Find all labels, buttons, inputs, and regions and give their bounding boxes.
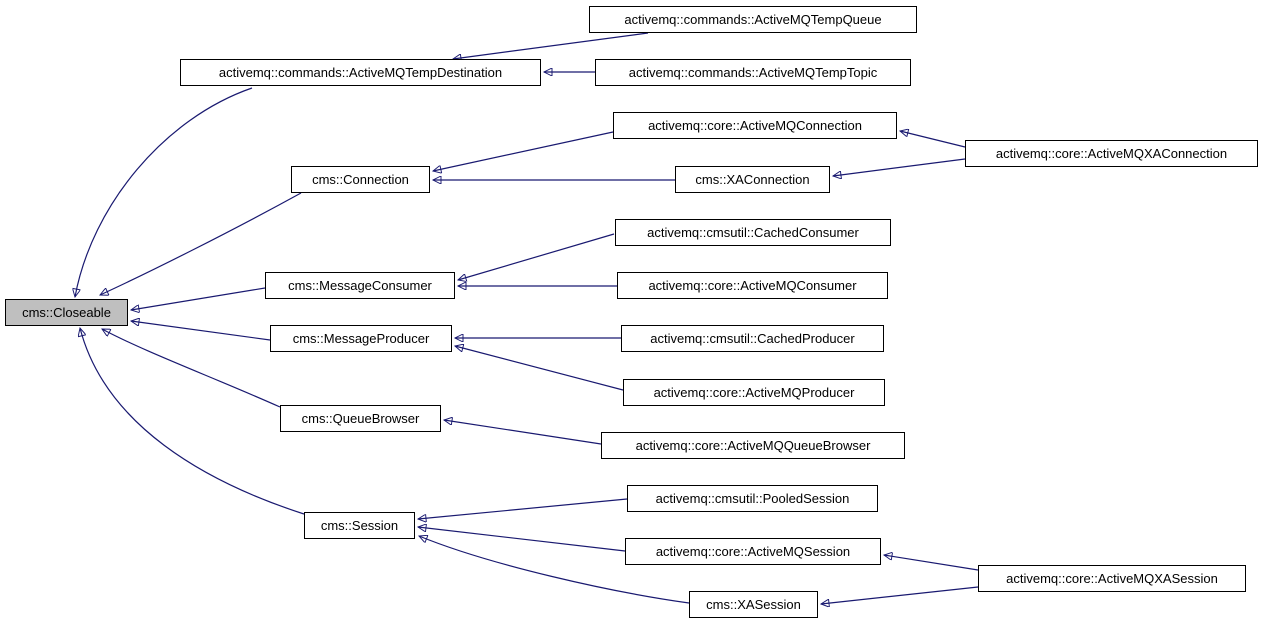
node-activemq-cmsutil-pooledsession[interactable]: activemq::cmsutil::PooledSession <box>627 485 878 512</box>
node-activemq-core-activemqxasession[interactable]: activemq::core::ActiveMQXASession <box>978 565 1246 592</box>
node-activemq-core-activemqqueuebrowser[interactable]: activemq::core::ActiveMQQueueBrowser <box>601 432 905 459</box>
edge-pooledsession-to-session <box>418 498 628 519</box>
node-activemq-commands-activemqtemptopic[interactable]: activemq::commands::ActiveMQTempTopic <box>595 59 911 86</box>
node-activemq-core-activemqsession[interactable]: activemq::core::ActiveMQSession <box>625 538 881 565</box>
node-activemq-cmsutil-cachedproducer[interactable]: activemq::cmsutil::CachedProducer <box>621 325 884 352</box>
node-cms-xasession[interactable]: cms::XASession <box>689 591 818 618</box>
edge-activemqsession-to-session <box>418 527 626 552</box>
node-activemq-commands-activemqtempdestination[interactable]: activemq::commands::ActiveMQTempDestinat… <box>180 59 541 86</box>
node-cms-session[interactable]: cms::Session <box>304 512 415 539</box>
edge-activemqxasession-to-xasession <box>821 586 979 604</box>
node-activemq-core-activemqproducer[interactable]: activemq::core::ActiveMQProducer <box>623 379 885 406</box>
node-activemq-commands-activemqtempqueue[interactable]: activemq::commands::ActiveMQTempQueue <box>589 6 917 33</box>
edge-queuebrowser-to-closeable <box>102 328 281 408</box>
edge-activemqxaconnection-to-activemqconnection <box>900 131 966 148</box>
edge-session-to-closeable <box>80 328 305 515</box>
edge-activemqxasession-to-activemqsession <box>884 555 979 571</box>
node-cms-messageconsumer[interactable]: cms::MessageConsumer <box>265 272 455 299</box>
edge-tempdestination-to-closeable <box>75 87 253 297</box>
edge-connection-to-closeable <box>100 192 302 295</box>
node-activemq-core-activemqxaconnection[interactable]: activemq::core::ActiveMQXAConnection <box>965 140 1258 167</box>
edge-tempqueue-to-tempdestination <box>453 32 649 59</box>
edge-cachedconsumer-to-messageconsumer <box>458 233 615 280</box>
node-cms-queuebrowser[interactable]: cms::QueueBrowser <box>280 405 441 432</box>
node-activemq-core-activemqconnection[interactable]: activemq::core::ActiveMQConnection <box>613 112 897 139</box>
edge-activemqconnection-to-connection <box>433 131 614 171</box>
edge-activemqproducer-to-messageproducer <box>455 346 624 391</box>
node-cms-closeable: cms::Closeable <box>5 299 128 326</box>
node-cms-messageproducer[interactable]: cms::MessageProducer <box>270 325 452 352</box>
edge-messageconsumer-to-closeable <box>131 287 266 310</box>
edge-activemqqueuebrowser-to-queuebrowser <box>444 420 602 445</box>
node-activemq-cmsutil-cachedconsumer[interactable]: activemq::cmsutil::CachedConsumer <box>615 219 891 246</box>
edge-activemqxaconnection-to-xaconnection <box>833 158 966 176</box>
node-activemq-core-activemqconsumer[interactable]: activemq::core::ActiveMQConsumer <box>617 272 888 299</box>
edge-xasession-to-session <box>419 536 690 604</box>
node-cms-xaconnection[interactable]: cms::XAConnection <box>675 166 830 193</box>
edge-messageproducer-to-closeable <box>131 321 271 341</box>
node-cms-connection[interactable]: cms::Connection <box>291 166 430 193</box>
